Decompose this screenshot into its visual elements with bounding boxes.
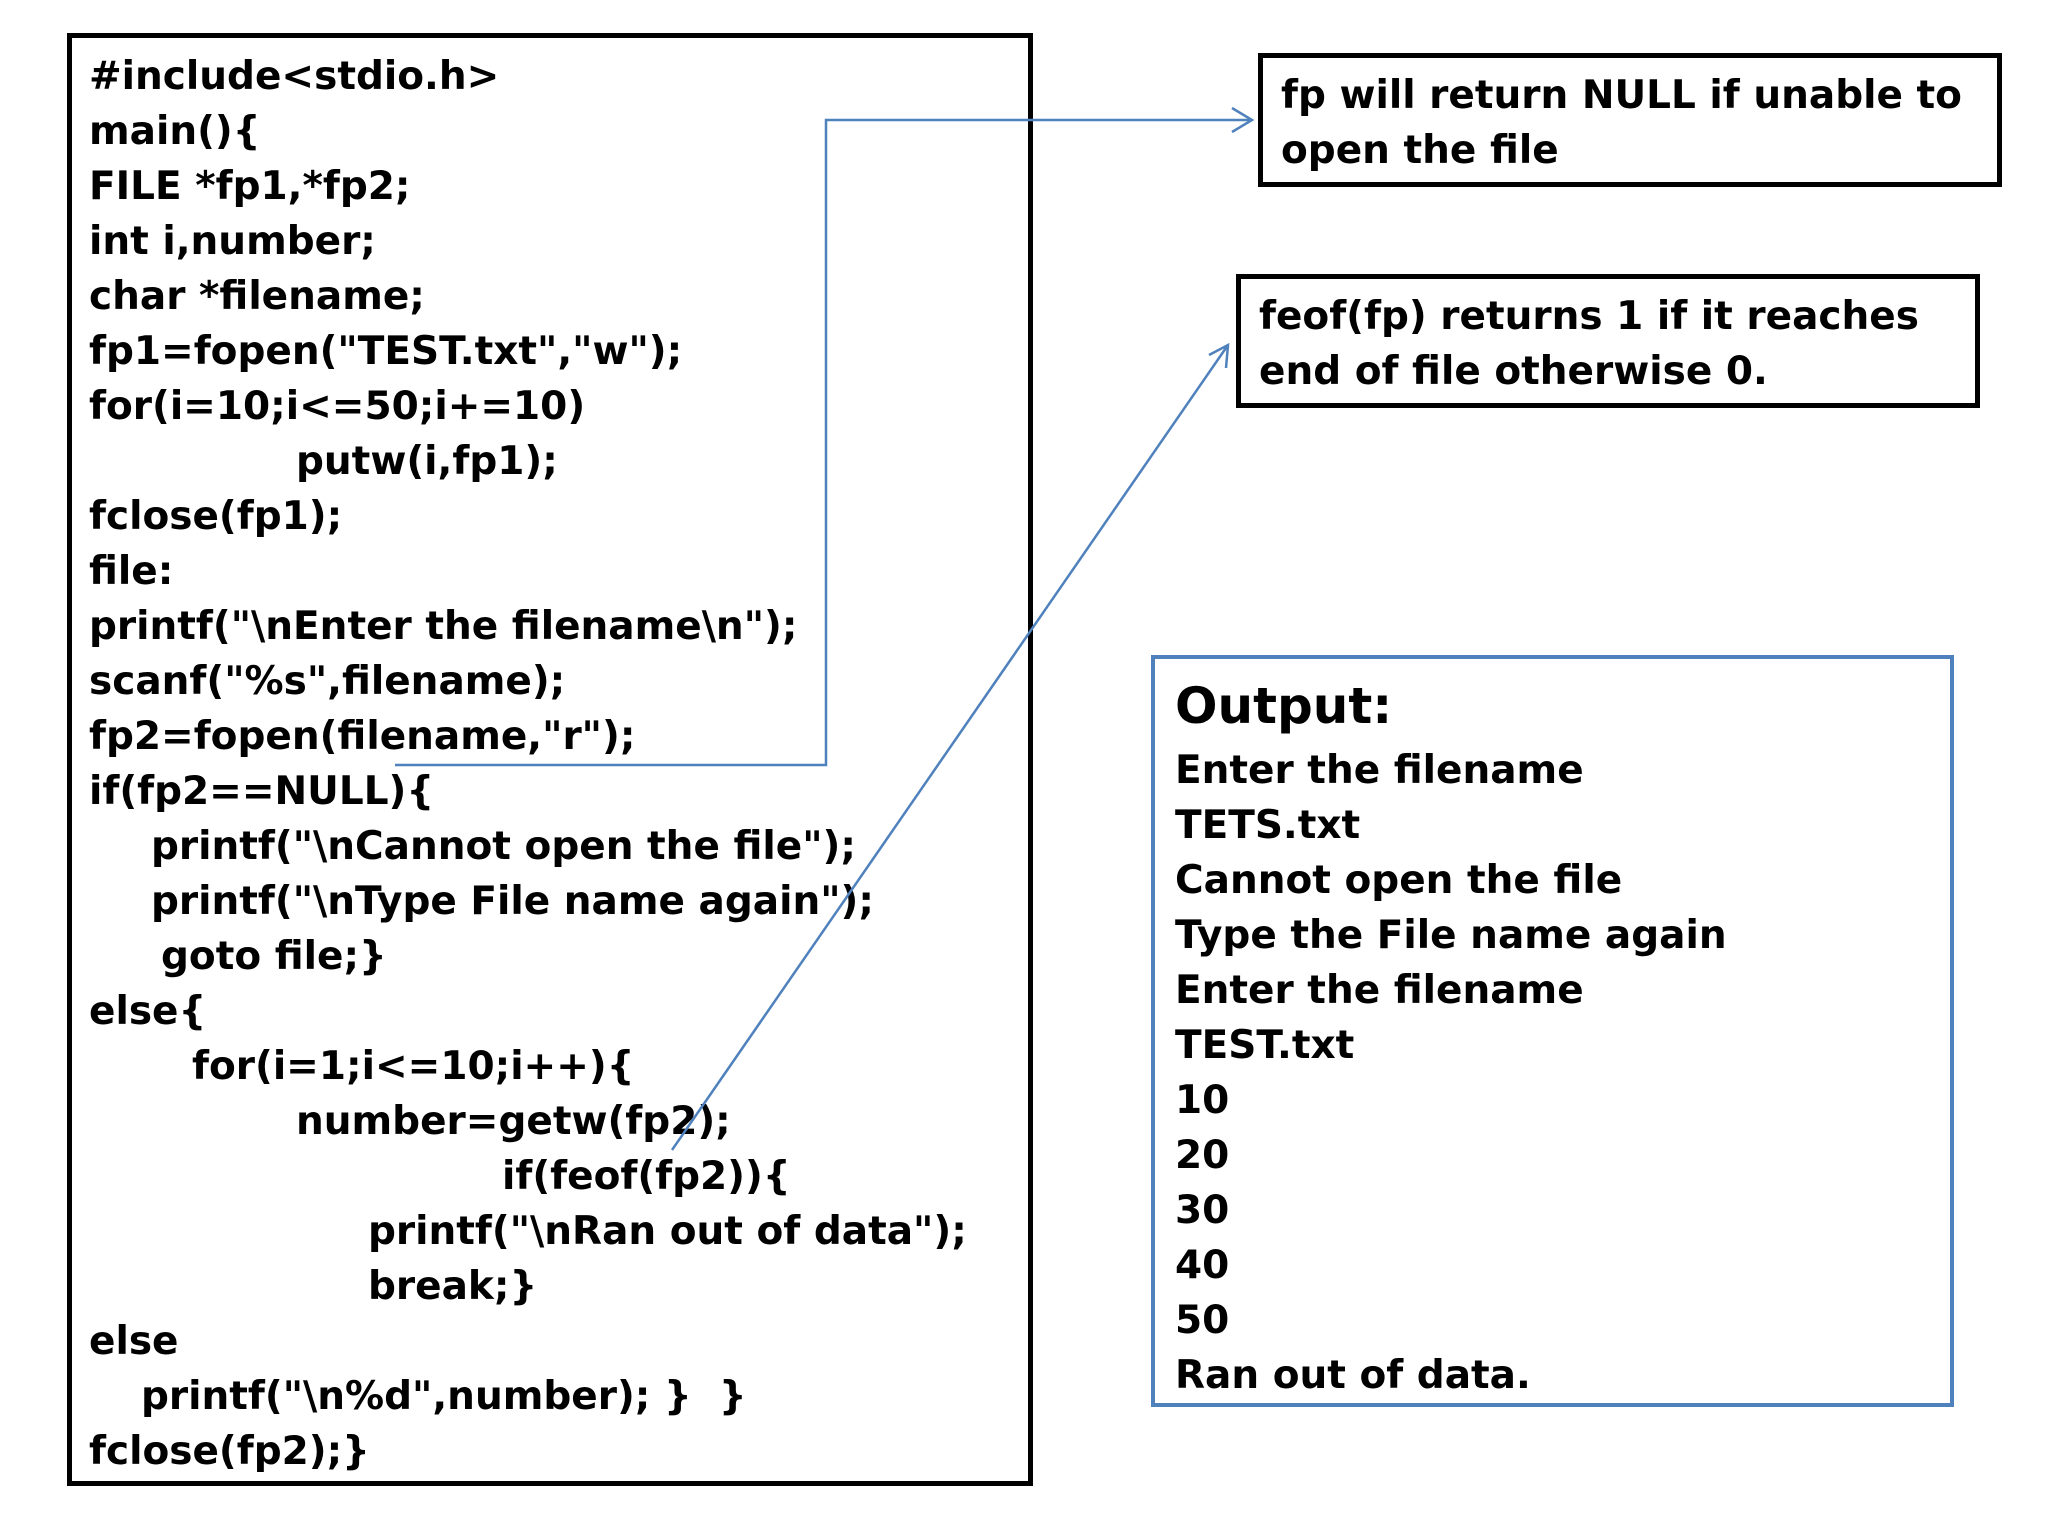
code-line: scanf("%s",filename); — [89, 659, 566, 704]
code-line: printf("\nType File name again"); — [151, 879, 874, 924]
code-line: fp1=fopen("TEST.txt","w"); — [89, 329, 683, 374]
output-line: TEST.txt — [1175, 1023, 1355, 1068]
output-line: 30 — [1175, 1188, 1230, 1233]
output-line: 10 — [1175, 1078, 1230, 1123]
code-line: printf("\nCannot open the file"); — [151, 824, 856, 869]
code-line: else — [89, 1319, 179, 1364]
code-line: file: — [89, 549, 174, 594]
code-line: putw(i,fp1); — [296, 439, 558, 484]
code-line: number=getw(fp2); — [296, 1099, 731, 1144]
code-line: for(i=1;i<=10;i++){ — [192, 1044, 635, 1089]
null-note-box: fp will return NULL if unable to open th… — [1258, 53, 2002, 187]
code-line: goto file;} — [161, 934, 387, 979]
output-title: Output: — [1175, 677, 1393, 735]
code-line: fclose(fp1); — [89, 494, 343, 539]
output-line: 40 — [1175, 1243, 1230, 1288]
code-line: #include<stdio.h> — [89, 54, 500, 99]
output-line: 50 — [1175, 1298, 1230, 1343]
output-line: Enter the filename — [1175, 748, 1584, 793]
code-line: printf("\n%d",number); } } — [141, 1374, 747, 1419]
code-line: char *filename; — [89, 274, 425, 319]
code-line: printf("\nEnter the filename\n"); — [89, 604, 798, 649]
code-line: for(i=10;i<=50;i+=10) — [89, 384, 586, 429]
output-box: Output: Enter the filename TETS.txt Cann… — [1151, 655, 1954, 1407]
null-arrowhead — [1231, 106, 1255, 134]
code-line: fp2=fopen(filename,"r"); — [89, 714, 636, 759]
code-line: fclose(fp2);} — [89, 1429, 370, 1474]
output-line: Ran out of data. — [1175, 1353, 1531, 1398]
feof-note-text: feof(fp) returns 1 if it reaches end of … — [1259, 294, 1919, 394]
code-line: int i,number; — [89, 219, 376, 264]
code-line: if(feof(fp2)){ — [502, 1154, 791, 1199]
code-line: if(fp2==NULL){ — [89, 769, 435, 814]
code-line: printf("\nRan out of data"); — [368, 1209, 967, 1254]
output-line: Type the File name again — [1175, 913, 1727, 958]
output-line: 20 — [1175, 1133, 1230, 1178]
null-note-text: fp will return NULL if unable to open th… — [1281, 73, 1962, 173]
output-line: Cannot open the file — [1175, 858, 1623, 903]
output-line: TETS.txt — [1175, 803, 1361, 848]
code-line: FILE *fp1,*fp2; — [89, 164, 411, 209]
code-line: main(){ — [89, 109, 261, 154]
feof-arrowhead — [1208, 342, 1230, 369]
code-line: break;} — [368, 1264, 538, 1309]
feof-note-box: feof(fp) returns 1 if it reaches end of … — [1236, 274, 1980, 408]
output-line: Enter the filename — [1175, 968, 1584, 1013]
code-line: else{ — [89, 989, 207, 1034]
